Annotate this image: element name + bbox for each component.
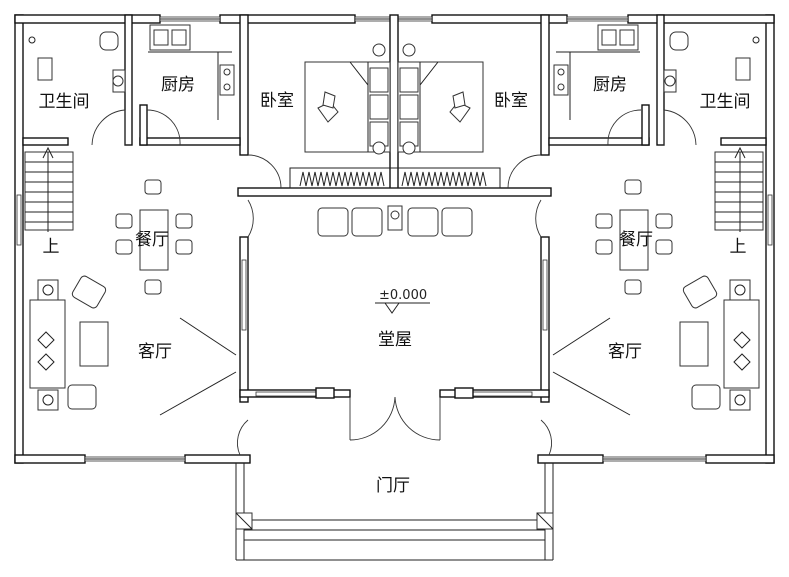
bottom-windows xyxy=(84,456,707,462)
stair-up-label-right: 上 xyxy=(730,237,747,257)
room-label-kitchen-left: 厨房 xyxy=(161,75,195,95)
elevation-marker xyxy=(375,302,430,314)
doors xyxy=(91,109,697,456)
side-windows xyxy=(16,194,773,246)
room-label-kitchen-right: 厨房 xyxy=(593,75,627,95)
bathroom-left-fixtures xyxy=(28,31,126,93)
living-right-furniture xyxy=(679,275,760,411)
room-label-foyer: 门厅 xyxy=(376,476,410,496)
room-label-main-hall: 堂屋 xyxy=(378,330,412,350)
room-label-dining-right: 餐厅 xyxy=(619,230,653,250)
dining-table-right xyxy=(595,179,673,295)
bathroom-right-fixtures xyxy=(663,31,760,93)
hall-sofa-set xyxy=(317,205,473,237)
wardrobe-hangers xyxy=(299,171,487,187)
room-label-bathroom-right: 卫生间 xyxy=(700,92,751,112)
bed-left xyxy=(304,43,391,155)
room-label-bathroom-left: 卫生间 xyxy=(39,92,90,112)
kitchen-left-fixtures xyxy=(148,24,235,120)
dining-table-left xyxy=(115,179,193,295)
hall-windows xyxy=(241,259,548,399)
bed-right xyxy=(397,43,484,155)
stair-up-label-left: 上 xyxy=(43,237,60,257)
room-label-dining-left: 餐厅 xyxy=(135,230,169,250)
living-left-furniture xyxy=(29,275,109,411)
porch xyxy=(235,463,554,561)
room-label-living-right: 客厅 xyxy=(608,342,642,362)
room-label-bedroom-left: 卧室 xyxy=(260,91,294,111)
stair-left xyxy=(24,146,74,232)
kitchen-right-fixtures xyxy=(553,24,640,120)
elevation-label: ±0.000 xyxy=(379,288,427,303)
stair-right xyxy=(714,146,764,232)
room-label-bedroom-right: 卧室 xyxy=(494,91,528,111)
room-label-living-left: 客厅 xyxy=(138,342,172,362)
